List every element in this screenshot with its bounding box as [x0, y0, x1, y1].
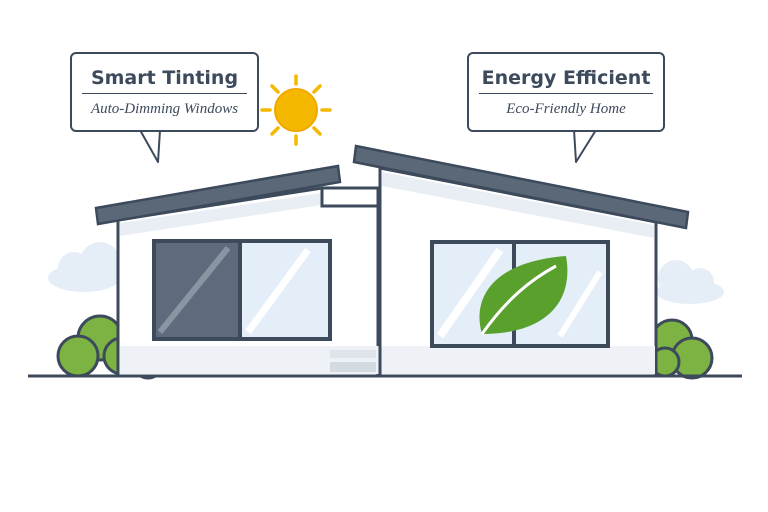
- divider: [82, 93, 247, 94]
- callout-smart-tinting: Smart Tinting Auto-Dimming Windows: [70, 52, 259, 132]
- callout-title: Smart Tinting: [90, 67, 239, 89]
- callout-title: Energy Efficient: [481, 67, 651, 89]
- shrub-right: [649, 318, 714, 380]
- roof-left: [94, 164, 342, 226]
- sun-icon: [260, 74, 332, 146]
- divider: [479, 93, 653, 94]
- window-tinted: [152, 239, 332, 341]
- callout-subtitle: Eco-Friendly Home: [506, 101, 626, 117]
- cloud-left: [48, 242, 120, 292]
- callout-energy-efficient: Energy Efficient Eco-Friendly Home: [467, 52, 665, 132]
- roof-right: [352, 144, 690, 230]
- callout-subtitle: Auto-Dimming Windows: [90, 101, 239, 117]
- cloud-right: [656, 260, 724, 304]
- leaf-icon: [479, 256, 568, 335]
